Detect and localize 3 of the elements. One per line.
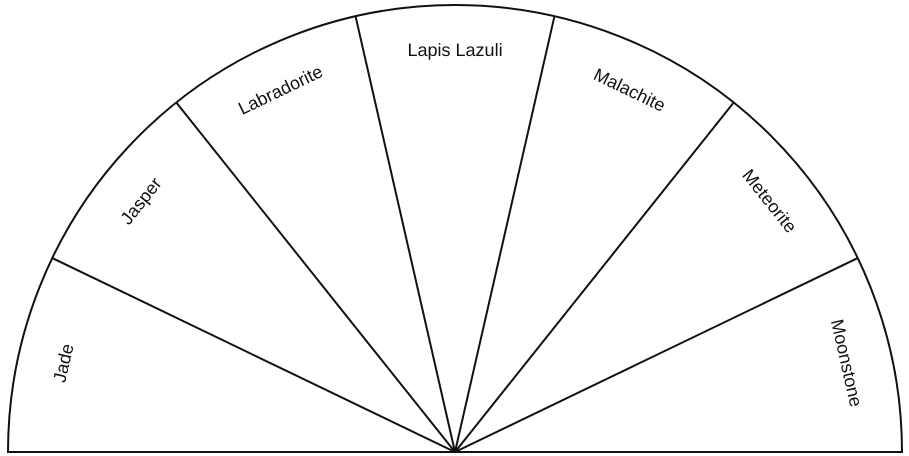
sector-label: Moonstone [828, 317, 866, 408]
sector-label: Jade [50, 342, 76, 384]
sector-label: Lapis Lazuli [408, 41, 503, 59]
